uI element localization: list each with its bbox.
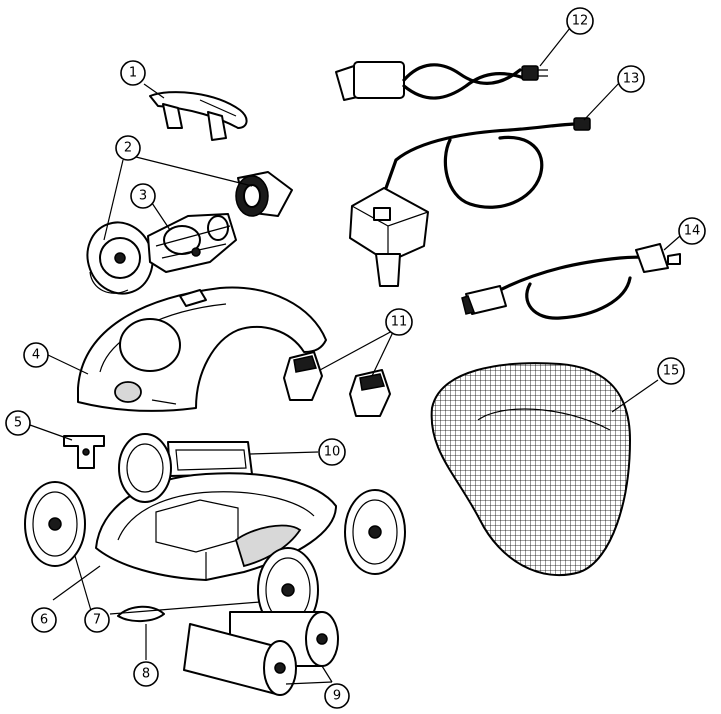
handle-part xyxy=(149,91,248,141)
callout-12: 12 xyxy=(566,7,594,35)
svg-text:13: 13 xyxy=(623,72,640,87)
svg-text:11: 11 xyxy=(391,315,408,330)
svg-text:15: 15 xyxy=(663,364,680,379)
top-cover-part xyxy=(77,286,327,412)
control-box-part xyxy=(349,117,591,287)
roller-part-front xyxy=(183,623,297,696)
mesh-cover-part xyxy=(430,362,632,577)
leader-lines xyxy=(29,27,681,685)
clip-part xyxy=(63,435,105,469)
wheel-part-left-rear xyxy=(118,433,172,503)
svg-text:8: 8 xyxy=(142,667,150,682)
svg-text:7: 7 xyxy=(93,613,101,628)
svg-text:9: 9 xyxy=(333,689,341,704)
svg-text:3: 3 xyxy=(139,189,147,204)
motor-part xyxy=(147,213,237,273)
callout-8: 8 xyxy=(133,661,159,687)
svg-text:14: 14 xyxy=(684,224,701,239)
callout-6: 6 xyxy=(31,607,57,633)
callout-7: 7 xyxy=(84,607,110,633)
brush-part-left xyxy=(86,221,154,295)
callout-2: 2 xyxy=(115,135,141,161)
swivel-cable-part xyxy=(461,243,681,320)
svg-text:6: 6 xyxy=(40,613,48,628)
filter-part xyxy=(167,441,253,477)
svg-text:1: 1 xyxy=(129,66,137,81)
callout-9: 9 xyxy=(324,683,350,709)
callout-1: 1 xyxy=(120,60,146,86)
callout-11: 11 xyxy=(385,308,413,336)
callout-4: 4 xyxy=(23,342,49,368)
callout-15: 15 xyxy=(657,357,685,385)
brush-part-right xyxy=(235,171,293,217)
callout-10: 10 xyxy=(318,438,346,466)
callout-14: 14 xyxy=(678,217,706,245)
wheel-part-left-front xyxy=(24,481,86,567)
side-clip-part-2 xyxy=(349,369,391,417)
callout-3: 3 xyxy=(130,183,156,209)
side-clip-part-1 xyxy=(283,351,323,401)
svg-text:4: 4 xyxy=(32,348,40,363)
callout-13: 13 xyxy=(617,65,645,93)
latch-part xyxy=(117,605,165,622)
svg-text:12: 12 xyxy=(572,14,589,29)
svg-text:10: 10 xyxy=(324,445,341,460)
svg-text:5: 5 xyxy=(14,416,22,431)
callout-5: 5 xyxy=(5,410,31,436)
wheel-part-right-rear xyxy=(344,489,406,575)
svg-text:2: 2 xyxy=(124,141,132,156)
power-supply-part xyxy=(335,61,548,101)
